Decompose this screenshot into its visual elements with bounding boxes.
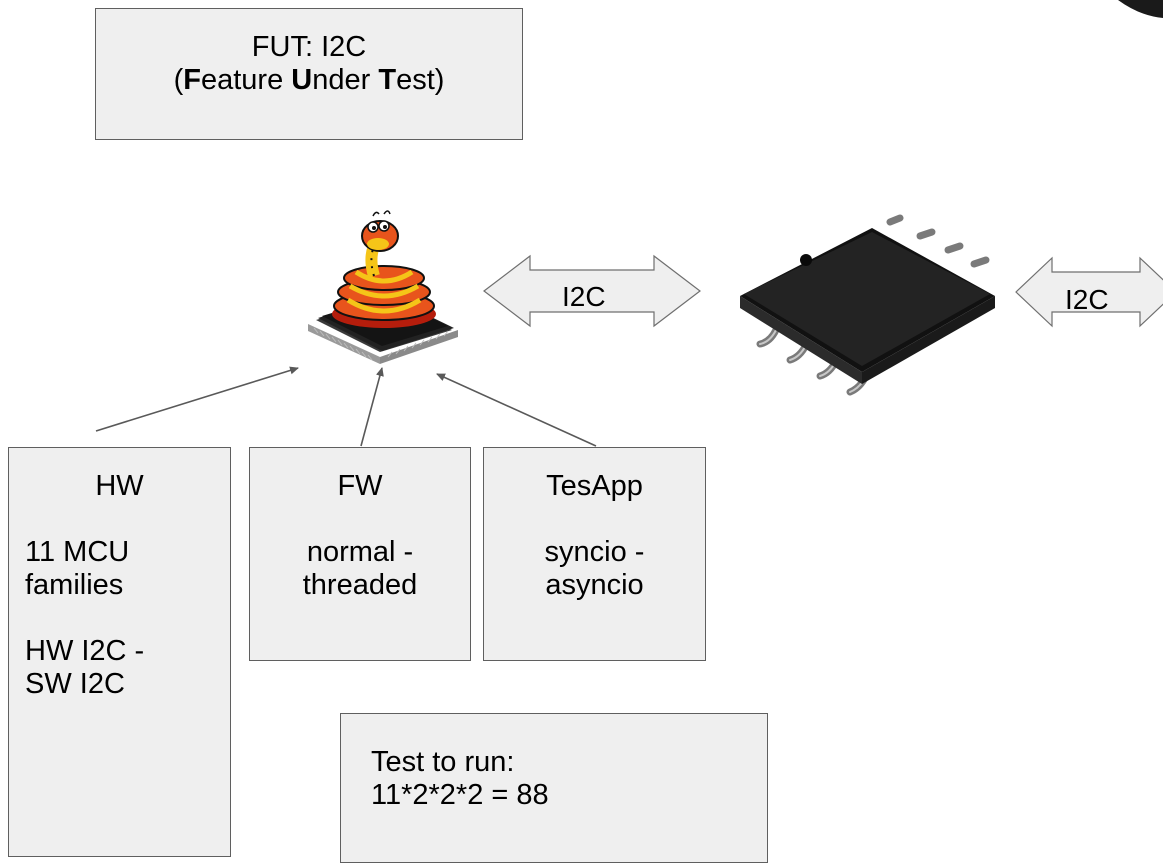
corner-shape	[1118, 0, 1163, 18]
fut-box: FUT: I2C (Feature Under Test)	[95, 8, 523, 140]
fw-title: FW	[337, 470, 383, 502]
test-formula: 11*2*2*2 = 88	[371, 779, 549, 811]
fw-mode-b: threaded	[302, 569, 418, 601]
hw-title: HW	[95, 470, 144, 502]
tesapp-title: TesApp	[546, 470, 643, 502]
fut-subtitle: (Feature Under Test)	[173, 64, 445, 96]
fw-mode-a: normal -	[306, 536, 414, 568]
test-count-box: Test to run: 11*2*2*2 = 88	[340, 713, 768, 863]
hw-mcu-families: families	[25, 569, 124, 601]
tesapp-to-mcu-arrow	[436, 373, 597, 447]
fw-to-mcu-arrow	[360, 367, 384, 447]
i2c-arrow-label-2: I2C	[1065, 284, 1109, 315]
tesapp-mode-a: syncio -	[544, 536, 645, 568]
eeprom-chip-icon	[740, 214, 995, 396]
mcu-icon	[308, 210, 458, 364]
hw-i2c-variant-b: SW I2C	[25, 668, 125, 700]
test-label: Test to run:	[371, 746, 515, 778]
diagram-canvas	[95, 0, 1163, 447]
i2c-double-arrow-1	[483, 254, 701, 328]
fut-title: FUT: I2C	[251, 31, 367, 63]
tesapp-box: TesApp syncio - asyncio	[483, 447, 706, 661]
hw-box: HW 11 MCU families HW I2C - SW I2C	[8, 447, 231, 857]
hw-i2c-variant-a: HW I2C -	[25, 635, 145, 667]
i2c-arrow-label-1: I2C	[562, 281, 606, 312]
i2c-double-arrow-2	[1015, 256, 1163, 328]
fw-box: FW normal - threaded	[249, 447, 471, 661]
tesapp-mode-b: asyncio	[545, 569, 644, 601]
hw-to-mcu-arrow	[95, 366, 299, 432]
hw-mcu-count: 11 MCU	[25, 536, 130, 568]
